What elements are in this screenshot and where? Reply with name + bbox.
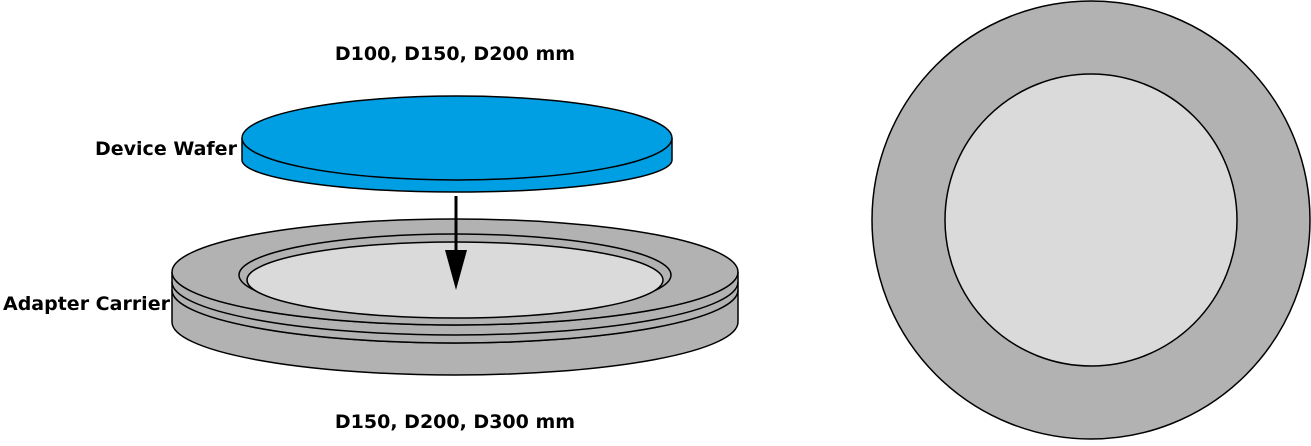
carrier-layer-seam xyxy=(171,281,739,336)
adapter-carrier-label: Adapter Carrier xyxy=(3,293,171,315)
carrier-sizes-label: D150, D200, D300 mm xyxy=(335,411,575,433)
device-wafer-label: Device Wafer xyxy=(95,138,238,160)
carrier-top-view-pocket xyxy=(944,73,1238,367)
placement-arrow-icon xyxy=(445,196,467,290)
wafer-top-face xyxy=(241,95,673,181)
wafer-sizes-label: D100, D150, D200 mm xyxy=(335,43,575,65)
device-wafer xyxy=(241,95,673,193)
adapter-carrier-top-view xyxy=(871,0,1311,440)
